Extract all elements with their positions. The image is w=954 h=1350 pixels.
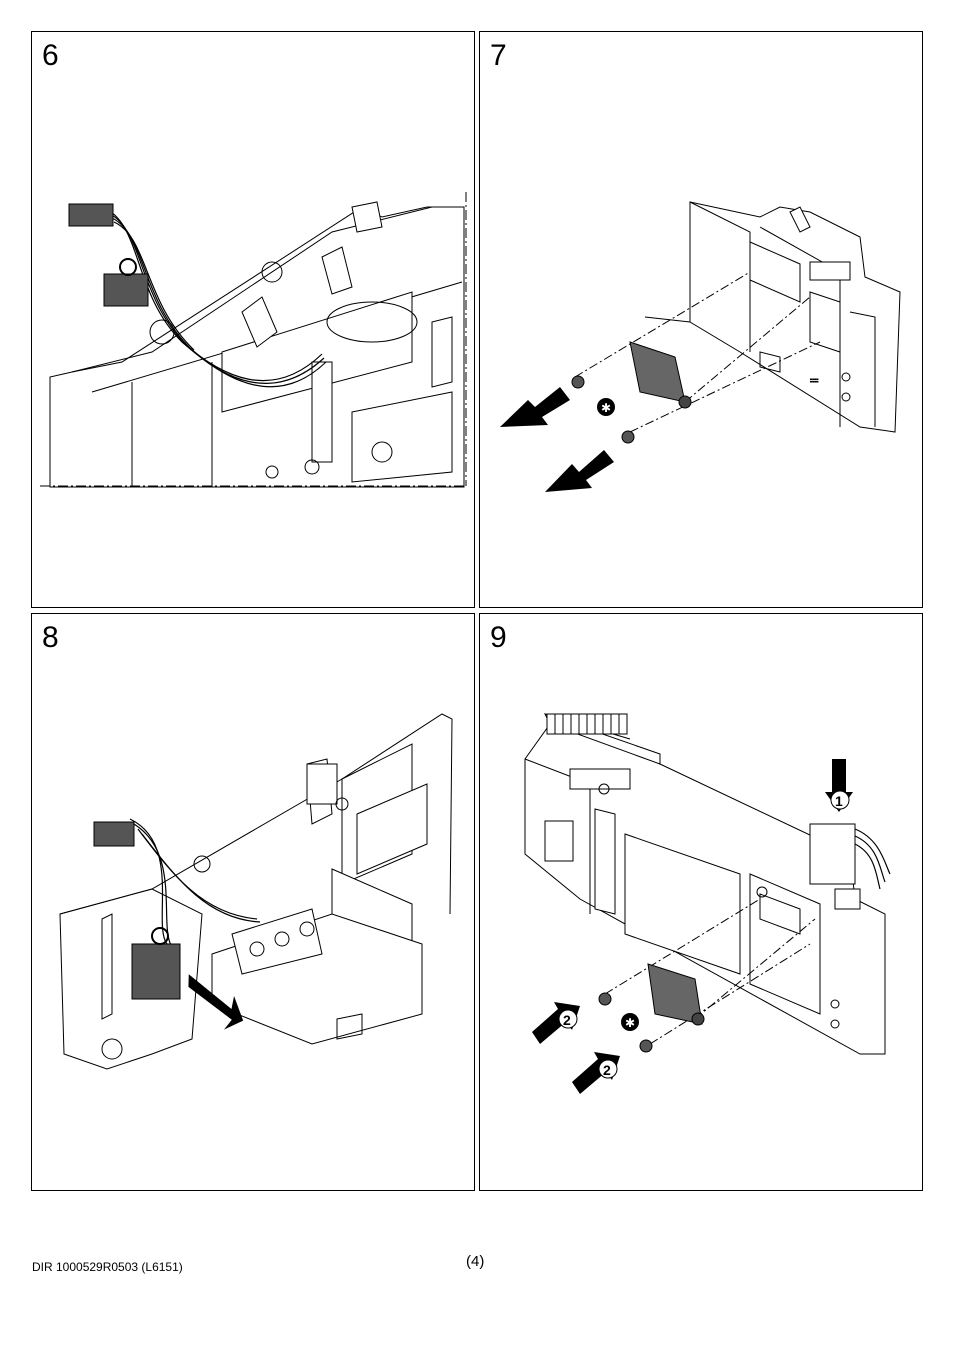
page-number: (4) bbox=[466, 1253, 484, 1270]
document-code: DIR 1000529R0503 (L6151) bbox=[32, 1260, 183, 1274]
step-8-illustration bbox=[32, 614, 474, 1190]
callout-2a: 2 bbox=[563, 1012, 571, 1028]
step-7-illustration: :::::: ✱ bbox=[480, 32, 922, 607]
step-7-panel: 7 :::::: ✱ bbox=[479, 31, 923, 608]
callout-1: 1 bbox=[835, 793, 843, 809]
step-6-illustration bbox=[32, 32, 474, 607]
svg-text:✱: ✱ bbox=[625, 1016, 635, 1030]
svg-text:::::::: :::::: bbox=[810, 378, 818, 384]
callout-2b: 2 bbox=[603, 1062, 611, 1078]
step-9-panel: 9 bbox=[479, 613, 923, 1191]
svg-text:✱: ✱ bbox=[601, 401, 611, 415]
step-8-panel: 8 bbox=[31, 613, 475, 1191]
step-6-panel: 6 bbox=[31, 31, 475, 608]
step-9-illustration: ✱ 1 2 2 bbox=[480, 614, 922, 1190]
